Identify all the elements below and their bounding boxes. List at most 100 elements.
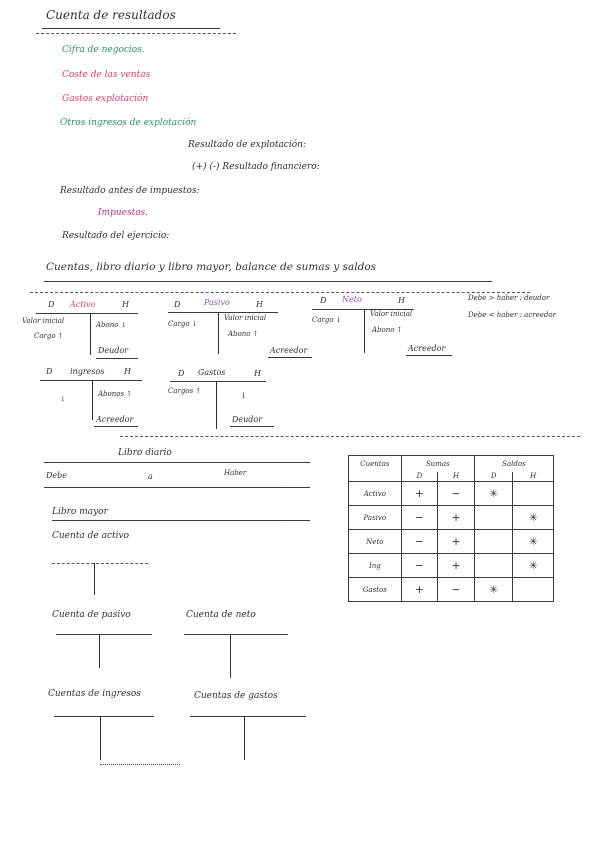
row-ing-saldos-d bbox=[473, 553, 514, 578]
pasivo-left: Cargo ↓ bbox=[168, 320, 198, 328]
libro-diario-bottom-line bbox=[44, 487, 310, 488]
pasivo-right-mid: Abono ↑ bbox=[228, 330, 259, 338]
row-gastos-name: Gastos bbox=[348, 577, 402, 602]
row-activo-sumas-h: − bbox=[437, 481, 475, 506]
table-sub-d2: D bbox=[473, 471, 514, 482]
table-sub-h1: H bbox=[437, 471, 475, 482]
row-neto-name: Neto bbox=[348, 529, 402, 554]
result-coste: Coste de las ventas bbox=[62, 70, 151, 80]
table-subheader-empty bbox=[348, 471, 402, 482]
activo-divider bbox=[90, 313, 92, 355]
row-gastos-saldos-h bbox=[512, 577, 554, 602]
table-sub-d1: D bbox=[400, 471, 439, 482]
row-neto-sumas-d: − bbox=[400, 529, 439, 554]
row-neto-saldos-h: ✳ bbox=[512, 529, 554, 554]
ingresos-title: ingresos bbox=[70, 367, 105, 376]
libro-mayor-title: Libro mayor bbox=[52, 507, 108, 517]
libro-diario-debe: Debe bbox=[46, 471, 68, 480]
bottom-dotted-line bbox=[100, 764, 180, 765]
row-ing-saldos-h: ✳ bbox=[512, 553, 554, 578]
gastos-top-line bbox=[170, 381, 266, 382]
row-pasivo-name: Pasivo bbox=[348, 505, 402, 530]
ingresos-bottom-underline bbox=[94, 426, 138, 427]
section-separator bbox=[120, 436, 580, 437]
pasivo-h-label: H bbox=[256, 300, 263, 309]
cuenta-pasivo-label: Cuenta de pasivo bbox=[52, 610, 131, 620]
result-ejercicio: Resultado del ejercicio: bbox=[62, 231, 170, 241]
activo-right-top: Abono ↓ bbox=[96, 321, 127, 329]
pasivo-top-line bbox=[168, 312, 278, 313]
row-gastos-saldos-d: ✳ bbox=[473, 577, 514, 602]
cuenta-activo-label: Cuenta de activo bbox=[52, 531, 130, 541]
row-activo-sumas-d: + bbox=[400, 481, 439, 506]
pasivo-divider bbox=[218, 312, 220, 354]
cuenta-pasivo-topline bbox=[56, 634, 152, 635]
gastos-h-label: H bbox=[254, 369, 261, 378]
gastos-left: Cargos ↑ bbox=[168, 387, 202, 395]
ingresos-bottom: Acreedor bbox=[96, 415, 134, 424]
result-antes-impuestos: Resultado antes de impuestos: bbox=[60, 186, 200, 196]
ingresos-h-label: H bbox=[124, 367, 131, 376]
libro-diario-title: Libro diario bbox=[118, 448, 172, 458]
gastos-title: Gastos bbox=[198, 368, 226, 377]
section-subheading: Cuentas, libro diario y libro mayor, bal… bbox=[46, 261, 377, 273]
cuenta-activo-divider bbox=[94, 563, 96, 595]
table-header-sumas: Sumas bbox=[400, 455, 475, 472]
result-explotacion: Resultado de explotación: bbox=[188, 140, 306, 150]
ingresos-right: Abonos ↑ bbox=[98, 390, 133, 398]
neto-divider bbox=[364, 309, 366, 353]
row-activo-name: Activo bbox=[348, 481, 402, 506]
table-row: Ing − + ✳ bbox=[348, 553, 554, 578]
neto-top-line bbox=[312, 309, 414, 310]
rule-deudor: Debe > haber : deudor bbox=[468, 294, 550, 302]
activo-left-top: Valor inicial bbox=[22, 317, 65, 325]
cuenta-neto-topline bbox=[184, 634, 288, 635]
table-sub-h2: H bbox=[512, 471, 554, 482]
libro-mayor-line bbox=[52, 520, 310, 521]
row-gastos-sumas-d: + bbox=[400, 577, 439, 602]
result-cifra: Cifra de negocios. bbox=[62, 45, 145, 55]
table-header-saldos: Saldos bbox=[473, 455, 555, 472]
title-underline bbox=[42, 28, 220, 29]
row-gastos-sumas-h: − bbox=[437, 577, 475, 602]
row-ing-name: Ing bbox=[348, 553, 402, 578]
row-pasivo-sumas-h: + bbox=[437, 505, 475, 530]
table-row: Gastos + − ✳ bbox=[348, 577, 554, 602]
table-row: Neto − + ✳ bbox=[348, 529, 554, 554]
table-row: Pasivo − + ✳ bbox=[348, 505, 554, 530]
gastos-bottom: Deudor bbox=[232, 415, 263, 424]
ingresos-left: ↓ bbox=[60, 395, 66, 403]
pasivo-bottom-underline bbox=[268, 357, 312, 358]
activo-bottom-underline bbox=[96, 358, 138, 359]
row-neto-sumas-h: + bbox=[437, 529, 475, 554]
activo-d-label: D bbox=[48, 300, 55, 309]
subheading-dash-line bbox=[30, 292, 530, 293]
neto-left: Cargo ↓ bbox=[312, 316, 342, 324]
cuenta-neto-divider bbox=[230, 634, 232, 678]
result-gastos: Gastos explotación bbox=[62, 94, 149, 104]
gastos-right: ↓ bbox=[240, 391, 247, 400]
result-financiero: (+) (-) Resultado financiero: bbox=[192, 162, 320, 172]
row-ing-sumas-d: − bbox=[400, 553, 439, 578]
row-ing-sumas-h: + bbox=[437, 553, 475, 578]
neto-right-mid: Abono ↑ bbox=[372, 326, 403, 334]
cuenta-neto-label: Cuenta de neto bbox=[186, 610, 256, 620]
neto-h-label: H bbox=[398, 296, 405, 305]
neto-bottom-underline bbox=[406, 355, 452, 356]
libro-diario-haber: Haber bbox=[224, 469, 247, 477]
neto-d-label: D bbox=[320, 296, 327, 305]
row-activo-saldos-h bbox=[512, 481, 554, 506]
ingresos-divider bbox=[92, 380, 94, 420]
activo-title: Activo bbox=[70, 300, 96, 309]
cuenta-ingresos-topline bbox=[54, 716, 154, 717]
cuenta-gastos-divider bbox=[244, 716, 246, 760]
libro-diario-top-line bbox=[44, 462, 310, 463]
neto-bottom: Acreedor bbox=[408, 344, 446, 353]
result-otros: Otros ingresos de explotación bbox=[60, 118, 197, 128]
pasivo-bottom: Acreedor bbox=[270, 346, 308, 355]
row-neto-saldos-d bbox=[473, 529, 514, 554]
row-pasivo-saldos-h: ✳ bbox=[512, 505, 554, 530]
neto-title: Neto bbox=[342, 295, 362, 304]
cuenta-ingresos-divider bbox=[100, 716, 102, 760]
cuenta-gastos-label: Cuentas de gastos bbox=[194, 691, 278, 701]
